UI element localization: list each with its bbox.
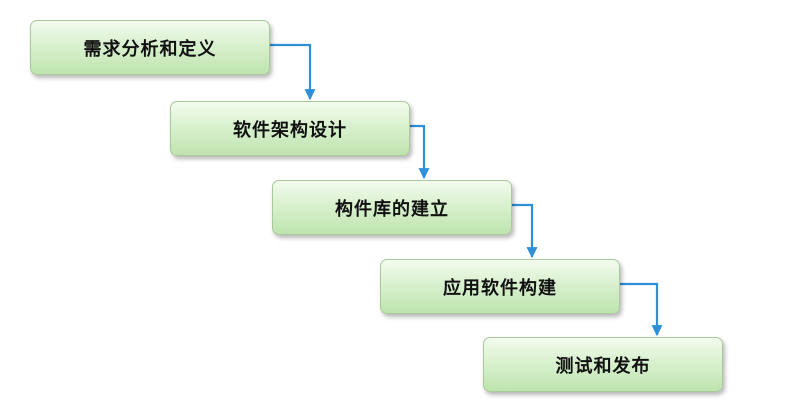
stage-label: 测试和发布 — [555, 355, 651, 377]
stage-label: 需求分析和定义 — [83, 38, 217, 60]
stage-test-and-release: 测试和发布 — [483, 337, 723, 392]
connector-arrow-1 — [270, 43, 316, 101]
connector-arrow-2 — [410, 124, 430, 180]
stage-label: 软件架构设计 — [233, 119, 347, 141]
stage-architecture-design: 软件架构设计 — [170, 101, 410, 156]
connector-arrow-3 — [512, 203, 538, 259]
stage-component-library: 构件库的建立 — [272, 180, 512, 235]
stage-application-build: 应用软件构建 — [380, 259, 620, 314]
stage-label: 应用软件构建 — [443, 277, 557, 299]
stage-requirements-analysis: 需求分析和定义 — [30, 20, 270, 75]
connector-arrow-4 — [620, 282, 663, 337]
stage-label: 构件库的建立 — [335, 198, 449, 220]
